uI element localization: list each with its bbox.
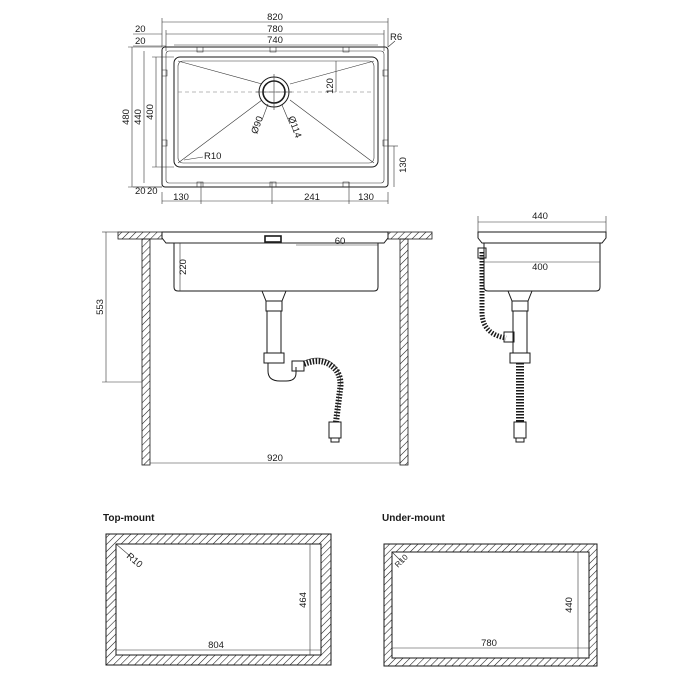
p-trap — [267, 363, 297, 382]
side-view: 440 400 — [477, 211, 607, 443]
dim-margin-bottom-b: 20 — [147, 186, 158, 197]
dim-drain-d90: Ø90 — [249, 115, 265, 136]
sink-bowl — [173, 56, 379, 168]
dim-bottom-center-241: 241 — [304, 192, 320, 203]
dim-drain-offset-120: 120 — [325, 78, 336, 94]
dim-height-400: 400 — [145, 104, 156, 120]
dim-drain-d114: Ø114 — [285, 115, 303, 140]
sink-rim-side — [477, 231, 607, 244]
dim-height-480: 480 — [121, 109, 132, 125]
flex-hose — [302, 358, 344, 423]
dim-radius-r10: R10 — [204, 151, 221, 162]
dim-margin-bottom-a: 20 — [135, 186, 146, 197]
dim-side-width-440: 440 — [532, 211, 548, 222]
under-mount-cutout: Under-mount R10 780 440 — [382, 513, 598, 667]
top-mount-title: Top-mount — [103, 513, 155, 524]
dim-rim-60: 60 — [335, 236, 346, 247]
dim-side-width-400: 400 — [532, 262, 548, 273]
dim-margin-top-a: 20 — [135, 24, 146, 35]
dim-height-440: 440 — [133, 109, 144, 125]
dim-total-height-553: 553 — [95, 299, 106, 315]
sink-rim-inner-edge — [165, 50, 385, 184]
under-mount-width: 780 — [481, 638, 497, 649]
overflow-slot — [264, 235, 282, 243]
top-mount-height: 464 — [298, 592, 309, 608]
under-mount-height: 440 — [564, 597, 575, 613]
front-view: 553 220 60 920 — [95, 231, 433, 466]
dim-width-780: 780 — [267, 24, 283, 35]
under-mount-frame — [383, 543, 598, 667]
under-mount-title: Under-mount — [382, 513, 445, 524]
cabinet-wall-right — [399, 238, 409, 466]
top-mount-cutout: Top-mount R10 804 464 — [103, 513, 332, 666]
sink-outer-rim — [161, 46, 389, 188]
dim-right-offset-130: 130 — [398, 157, 409, 173]
dim-margin-top-b: 20 — [135, 36, 146, 47]
dim-cabinet-width-920: 920 — [267, 453, 283, 464]
dim-bottom-left-130: 130 — [173, 192, 189, 203]
dim-bottom-right-130: 130 — [358, 192, 374, 203]
dim-radius-r6: R6 — [390, 32, 402, 43]
countertop-left — [117, 231, 163, 240]
sink-rim-front — [161, 231, 389, 244]
mounting-clips — [162, 47, 388, 187]
top-mount-frame — [105, 533, 332, 666]
top-mount-width: 804 — [208, 640, 224, 651]
dim-depth-220: 220 — [178, 259, 189, 275]
sink-bowl-front — [173, 243, 379, 292]
under-mount-radius: R10 — [393, 552, 410, 569]
dim-width-740: 740 — [267, 35, 283, 46]
dim-width-820: 820 — [267, 12, 283, 23]
top-view: 820 780 740 20 20 R6 480 440 400 120 Ø90… — [121, 12, 409, 204]
countertop-right — [387, 231, 433, 240]
sink-bowl-inner — [177, 60, 375, 164]
cabinet-wall-left — [141, 238, 151, 466]
overflow-hose — [479, 252, 507, 341]
